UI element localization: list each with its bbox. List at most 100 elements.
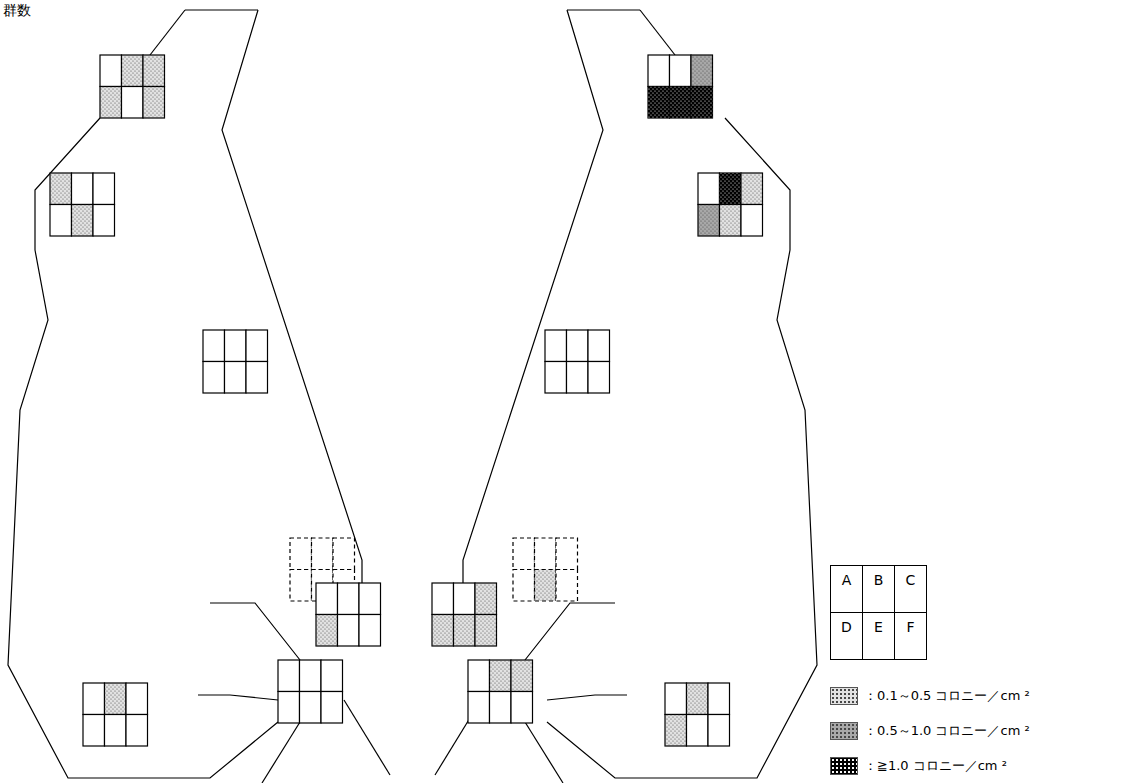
grid-cell — [513, 538, 535, 570]
grid-dots — [741, 173, 763, 205]
grid-cell — [475, 615, 497, 647]
grid-cell — [105, 715, 127, 747]
grid-cell — [316, 583, 338, 615]
grid-dots — [698, 205, 720, 237]
sample-grid — [545, 330, 610, 393]
foot-outline-line — [567, 9, 640, 10]
legend-swatch — [830, 757, 858, 775]
grid-dots — [720, 173, 742, 205]
key-cell: B — [862, 565, 895, 613]
grid-cell — [105, 683, 127, 715]
grid-cell — [100, 87, 122, 119]
grid-dots — [490, 660, 512, 692]
grid-cell — [556, 538, 578, 570]
grid-dots — [475, 615, 497, 647]
grid-cell — [432, 583, 454, 615]
grid-dots — [143, 55, 165, 87]
grid-cell — [475, 583, 497, 615]
grid-cell — [203, 362, 225, 394]
foot-outline-line — [344, 700, 390, 775]
grid-cell — [545, 362, 567, 394]
grid-cell — [670, 55, 692, 87]
grid-cell — [321, 692, 343, 724]
sample-grid — [648, 55, 713, 118]
grid-dots — [670, 87, 692, 119]
cell-letter: C — [906, 566, 916, 589]
legend-row: ：≧1.0 コロニー／cm ² — [830, 757, 1007, 775]
grid-cell — [93, 205, 115, 237]
grid-cell — [468, 660, 490, 692]
sample-grid — [203, 330, 268, 393]
grid-cell — [511, 660, 533, 692]
grid-cell — [741, 205, 763, 237]
grid-cell — [720, 205, 742, 237]
grid-cell — [708, 715, 730, 747]
grid-cell — [316, 615, 338, 647]
sample-grid — [316, 583, 381, 646]
foot-outline-line — [8, 118, 278, 778]
foot-outline-line — [547, 118, 817, 778]
sample-grid — [278, 660, 343, 723]
grid-cell — [225, 330, 247, 362]
grid-dots — [720, 205, 742, 237]
grid-cell — [691, 87, 713, 119]
grid-dots — [316, 615, 338, 647]
grid-cell — [698, 205, 720, 237]
grid-cell — [490, 660, 512, 692]
grid-dots — [100, 87, 122, 119]
grid-cell — [535, 570, 557, 602]
grid-cell — [535, 538, 557, 570]
grid-dots — [665, 715, 687, 747]
grid-cell — [143, 87, 165, 119]
grid-cell — [72, 173, 94, 205]
foot-outline-line — [262, 722, 300, 783]
grid-cell — [100, 55, 122, 87]
sample-grid — [83, 683, 148, 746]
foot-outline-line — [463, 10, 603, 583]
grid-cell — [72, 205, 94, 237]
grid-dots — [691, 87, 713, 119]
grid-dots — [687, 683, 709, 715]
grid-cell — [648, 87, 670, 119]
grid-cell — [691, 55, 713, 87]
grid-cell — [338, 583, 360, 615]
grid-cell — [143, 55, 165, 87]
foot-outline-line — [150, 10, 185, 55]
grid-cell — [545, 330, 567, 362]
cell-letter: D — [841, 613, 852, 636]
grid-cell — [648, 55, 670, 87]
foot-outline-line — [210, 603, 300, 660]
grid-cell — [468, 692, 490, 724]
sample-grid — [665, 683, 730, 746]
grid-dots — [50, 173, 72, 205]
cell-letter: F — [906, 613, 914, 636]
sample-grid — [100, 55, 165, 118]
grid-dots — [511, 660, 533, 692]
grid-cell — [708, 683, 730, 715]
grid-cell — [50, 205, 72, 237]
grid-cell — [588, 362, 610, 394]
grid-cell — [720, 173, 742, 205]
grid-cell — [432, 615, 454, 647]
grid-dots — [105, 683, 127, 715]
grid-dots — [122, 55, 144, 87]
grid-cell — [665, 715, 687, 747]
grid-cell — [290, 570, 312, 602]
grid-cell — [93, 173, 115, 205]
grid-cell — [567, 362, 589, 394]
grid-dots — [475, 583, 497, 615]
grid-cell — [333, 538, 355, 570]
grid-cell — [359, 583, 381, 615]
grid-cell — [670, 87, 692, 119]
sample-grid — [50, 173, 115, 236]
sample-grid — [468, 660, 533, 723]
grid-cell — [698, 173, 720, 205]
key-cell: A — [830, 565, 863, 613]
legend-swatch — [830, 722, 858, 740]
key-cell: F — [894, 612, 927, 660]
key-cell: C — [894, 565, 927, 613]
grid-cell — [278, 660, 300, 692]
grid-cell — [312, 538, 334, 570]
